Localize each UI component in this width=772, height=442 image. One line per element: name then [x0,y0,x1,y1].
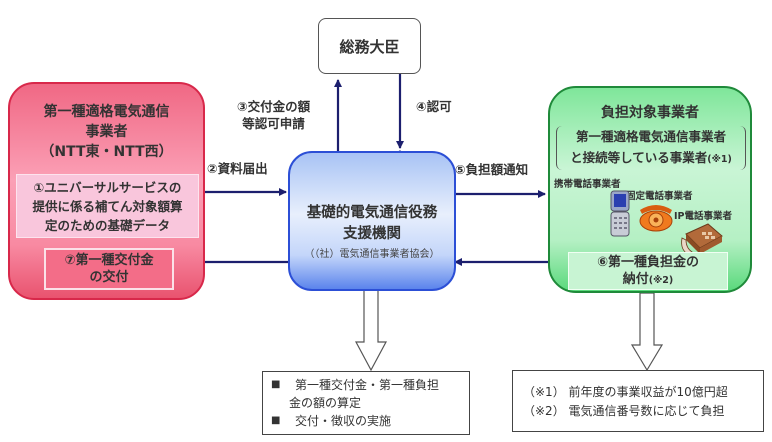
burden-payment-box: ⑥第一種負担金の 納付(※2) [568,252,728,290]
footnote-text: 前年度の事業収益が10億円超 [568,385,728,399]
duty-text: 金の額の算定 [289,396,362,410]
operator-label-ip: IP電話事業者 [674,211,732,222]
minister-label: 総務大臣 [339,37,400,56]
payment-line: ⑥第一種負担金の [596,254,699,270]
rotary-phone-icon [639,205,673,232]
support-agency-box: 基礎的電気通信役務 支援機関 （（社）電気通信事業者協会） [288,151,456,291]
minister-box: 総務大臣 [318,18,421,74]
grant-delivery-box: ⑦第一種交付金 の交付 [44,248,174,290]
definition-line: と接続等している事業者 [570,150,708,165]
footnotes-box: （※1） 前年度の事業収益が10億円超 （※2） 電気通信番号数に応じて負担 [512,370,764,432]
duty-text: 第一種交付金・第一種負担 [295,378,440,392]
hollow-arrow-right [630,285,664,372]
label-step5: ⑤負担額通知 [455,162,529,177]
definition-line: 第一種適格電気通信事業者 [575,129,726,144]
duty-text: 交付・徴収の実施 [295,414,392,428]
burden-carrier-title: 負担対象事業者 [601,105,699,121]
label-step3: ③交付金の額 等認可申請 [237,98,310,132]
grant-line: ⑦第一種交付金 [64,253,154,268]
label-step4: ④認可 [416,99,452,114]
footnote-text: 電気通信番号数に応じて負担 [568,404,725,418]
data-line: 定のための基礎データ [44,217,170,233]
burden-carrier-definition: 第一種適格電気通信事業者 と接続等している事業者(※1) [556,126,746,170]
desk-phone-icon [681,223,723,255]
title-line: 基礎的電気通信役務 [306,205,438,221]
footnote-2: （※2） 電気通信番号数に応じて負担 [523,402,763,421]
title-line: （NTT東・NTT西） [40,144,173,160]
support-agency-title: 基礎的電気通信役務 支援機関 [290,203,454,245]
data-line: 提供に係る補てん対象額算 [32,198,183,214]
operator-label-mobile: 携帯電話事業者 [554,179,621,190]
bullet-icon: ■ [271,379,281,390]
title-line: 事業者 [85,124,128,140]
data-line: ①ユニバーサルサービスの [33,179,182,195]
footnote-mark: （※1） [523,385,565,399]
bullet-icon: ■ [271,415,281,426]
support-agency-subtitle: （（社）電気通信事業者協会） [304,249,440,260]
label-step2: ②資料届出 [207,161,268,176]
payment-note: (※2) [648,274,674,286]
duty-item: ■ 第一種交付金・第一種負担 金の額の算定 [271,376,469,412]
grant-line: の交付 [89,270,129,285]
title-line: 第一種適格電気通信 [43,104,170,120]
eligible-carrier-box: 第一種適格電気通信 事業者 （NTT東・NTT西） ①ユニバーサルサービスの 提… [8,82,205,300]
basic-data-box: ①ユニバーサルサービスの 提供に係る補てん対象額算 定のための基礎データ [16,174,199,238]
agency-duties-box: ■ 第一種交付金・第一種負担 金の額の算定 ■ 交付・徴収の実施 [262,371,470,435]
burden-carrier-box: 負担対象事業者 第一種適格電気通信事業者 と接続等している事業者(※1) 携帯電… [548,86,752,293]
eligible-carrier-title: 第一種適格電気通信 事業者 （NTT東・NTT西） [10,102,203,162]
definition-note: (※1) [707,154,732,165]
label-line: ③交付金の額 [237,99,311,114]
operator-label-fixed: 固定電話事業者 [626,191,693,202]
label-line: 等認可申請 [242,116,305,131]
duty-item: ■ 交付・徴収の実施 [271,412,469,430]
title-line: 支援機関 [343,226,401,242]
hollow-arrow-center [354,281,388,372]
footnote-1: （※1） 前年度の事業収益が10億円超 [523,383,763,402]
mobile-phone-icon [610,190,630,237]
footnote-mark: （※2） [523,404,565,418]
payment-line: 納付 [622,271,649,287]
